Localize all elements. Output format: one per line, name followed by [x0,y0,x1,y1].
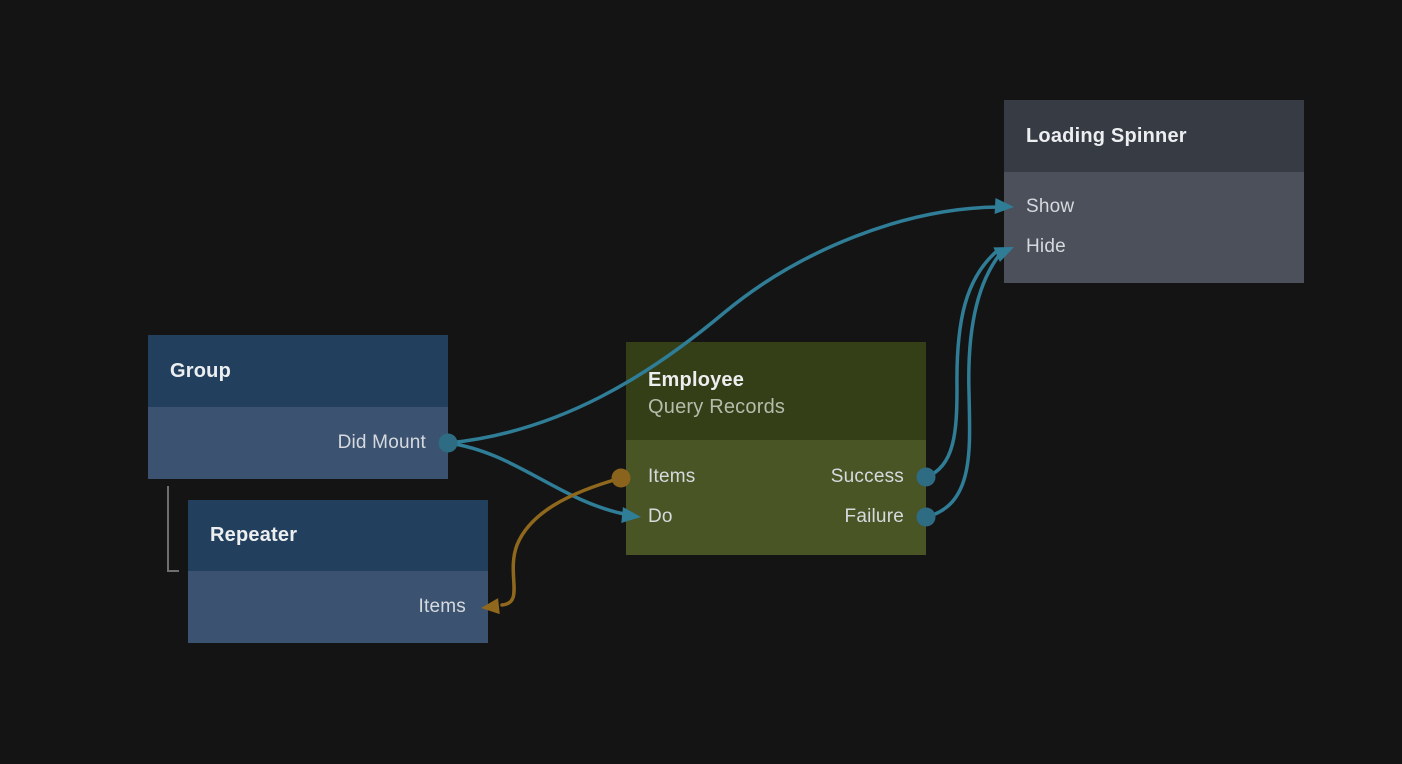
node-subtitle: Query Records [648,396,786,418]
port-label: Items [418,596,466,617]
port-label: Hide [1026,236,1066,257]
node-repeater-header[interactable]: Repeater [188,500,488,571]
port-loading-spinner-show[interactable]: Show [1004,187,1304,227]
port-row-items-success[interactable]: Items Success [626,457,926,497]
node-title: Employee [648,369,745,391]
node-title: Repeater [210,524,298,546]
connection-success-hide[interactable] [924,249,999,479]
port-employee-success: Success [830,466,904,487]
node-repeater[interactable]: Repeater Items [188,500,488,643]
node-group[interactable]: Group Did Mount [148,335,448,479]
port-label: Show [1026,196,1075,217]
node-loading-spinner-header[interactable]: Loading Spinner [1004,100,1304,172]
node-employee-query-records[interactable]: Employee Query Records Items Success Do … [626,342,926,555]
node-employee-body: Items Success Do Failure [626,440,926,555]
port-repeater-items[interactable]: Items [188,587,488,627]
port-row-do-failure[interactable]: Do Failure [626,497,926,537]
port-label: Did Mount [337,432,426,453]
port-employee-failure: Failure [844,506,904,527]
port-group-did-mount[interactable]: Did Mount [148,423,448,463]
connection-items-items[interactable] [500,476,623,607]
node-employee-header[interactable]: Employee Query Records [626,342,926,440]
node-loading-spinner-body: Show Hide [1004,172,1304,283]
node-repeater-body: Items [188,571,488,643]
port-employee-do: Do [648,506,673,527]
connection-failure-hide[interactable] [924,252,1002,519]
hierarchy-line-group-repeater [167,486,179,572]
port-loading-spinner-hide[interactable]: Hide [1004,227,1304,267]
node-group-header[interactable]: Group [148,335,448,407]
port-employee-items: Items [648,466,696,487]
node-loading-spinner[interactable]: Loading Spinner Show Hide [1004,100,1304,283]
node-title: Loading Spinner [1026,124,1187,147]
node-group-body: Did Mount [148,407,448,479]
node-title: Group [170,359,231,382]
